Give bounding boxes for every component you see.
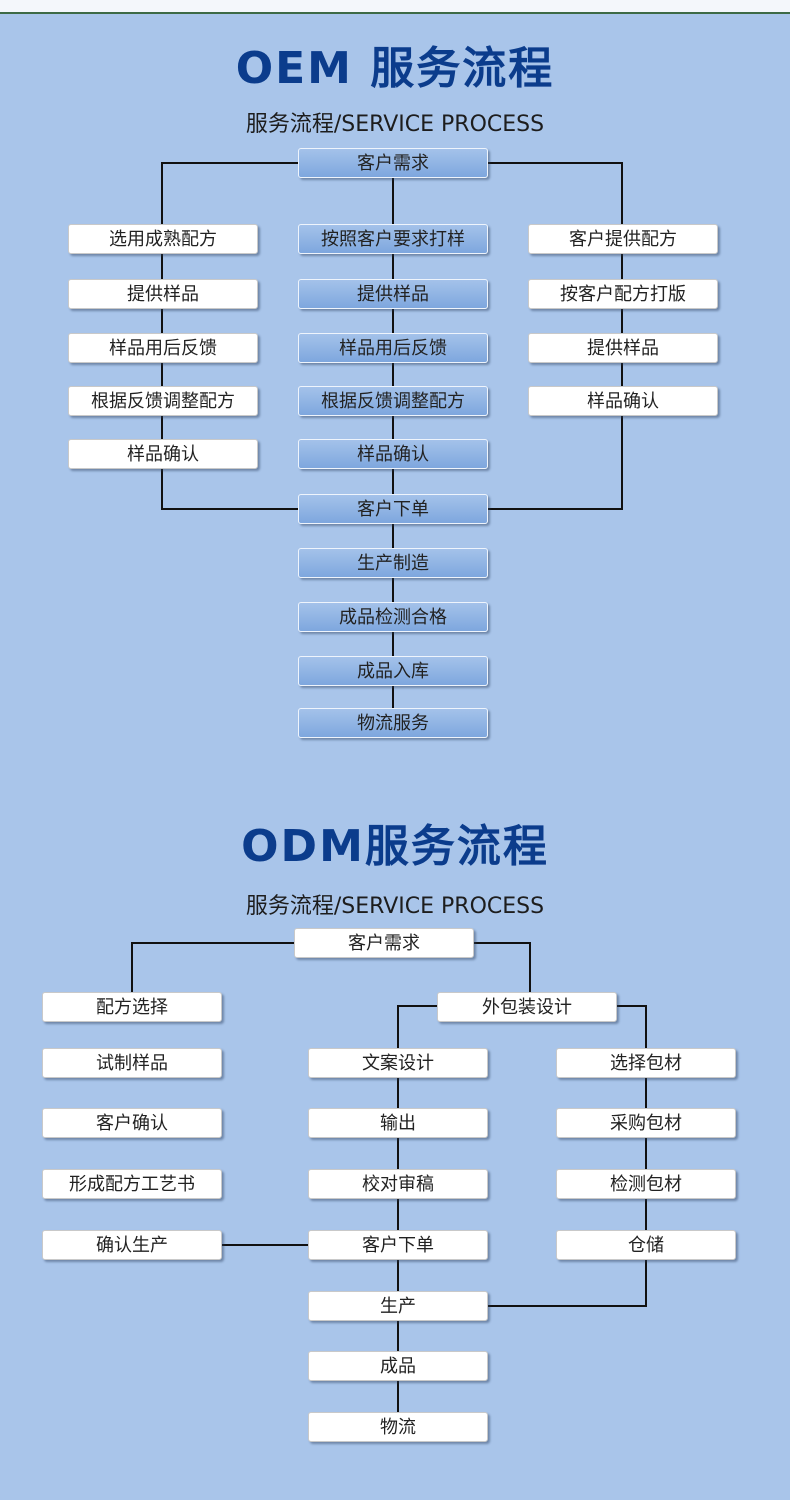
- odm-after-step: 物流: [308, 1412, 488, 1442]
- odm-after-step: 成品: [308, 1351, 488, 1381]
- oem-right-step: 样品确认: [528, 386, 718, 416]
- oem-middle-step: 根据反馈调整配方: [298, 386, 488, 416]
- oem-middle-step: 按照客户要求打样: [298, 224, 488, 254]
- odm-section: ODM服务流程 服务流程/SERVICE PROCESS 客户需求 配方选择 试…: [0, 760, 790, 1500]
- top-border: [0, 0, 790, 14]
- odm-customer-order: 客户下单: [308, 1230, 488, 1260]
- oem-left-step: 样品确认: [68, 439, 258, 469]
- odm-middle-step: 文案设计: [308, 1048, 488, 1078]
- odm-left-step: 配方选择: [42, 992, 222, 1022]
- odm-connector-lines: [131, 942, 647, 1426]
- oem-left-step: 样品用后反馈: [68, 333, 258, 363]
- oem-section: OEM 服务流程 服务流程/SERVICE PROCESS 客户需求 选用成熟配…: [68, 43, 718, 738]
- odm-customer-demand: 客户需求: [294, 928, 474, 958]
- oem-after-step: 成品入库: [298, 656, 488, 686]
- odm-left-step: 客户确认: [42, 1108, 222, 1138]
- odm-left-step: 确认生产: [42, 1230, 222, 1260]
- oem-subtitle: 服务流程/SERVICE PROCESS: [245, 112, 545, 137]
- odm-line-pack-left: [397, 1005, 437, 1304]
- odm-right-step: 检测包材: [556, 1169, 736, 1199]
- odm-line-left: [131, 942, 294, 992]
- oem-left-step: 选用成熟配方: [68, 224, 258, 254]
- odm-middle-step: 校对审稿: [308, 1169, 488, 1199]
- oem-right-step: 客户提供配方: [528, 224, 718, 254]
- oem-middle-step: 样品确认: [298, 439, 488, 469]
- odm-line-pack-right: [488, 1005, 647, 1307]
- odm-subtitle: 服务流程/SERVICE PROCESS: [245, 894, 545, 919]
- oem-left-step: 根据反馈调整配方: [68, 386, 258, 416]
- oem-title: OEM 服务流程: [235, 43, 555, 94]
- oem-right-step: 按客户配方打版: [528, 279, 718, 309]
- oem-after-step: 物流服务: [298, 708, 488, 738]
- oem-after-step: 成品检测合格: [298, 602, 488, 632]
- oem-right-step: 提供样品: [528, 333, 718, 363]
- odm-packaging-design: 外包装设计: [437, 992, 617, 1022]
- oem-middle-step: 样品用后反馈: [298, 333, 488, 363]
- oem-customer-demand: 客户需求: [298, 148, 488, 178]
- odm-left-step: 形成配方工艺书: [42, 1169, 222, 1199]
- odm-line-top-right: [474, 942, 531, 992]
- oem-customer-order: 客户下单: [298, 494, 488, 524]
- oem-middle-step: 提供样品: [298, 279, 488, 309]
- odm-left-step: 试制样品: [42, 1048, 222, 1078]
- odm-title: ODM服务流程: [241, 821, 549, 872]
- oem-after-step: 生产制造: [298, 548, 488, 578]
- odm-right-step: 选择包材: [556, 1048, 736, 1078]
- odm-after-step: 生产: [308, 1291, 488, 1321]
- oem-connector-lines: [161, 162, 623, 725]
- odm-right-step: 仓储: [556, 1230, 736, 1260]
- oem-left-step: 提供样品: [68, 279, 258, 309]
- odm-right-step: 采购包材: [556, 1108, 736, 1138]
- odm-middle-step: 输出: [308, 1108, 488, 1138]
